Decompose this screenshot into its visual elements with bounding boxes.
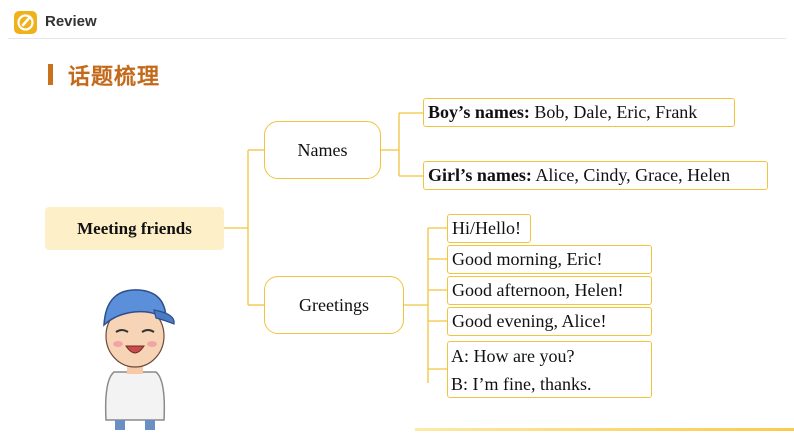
leaf-dialogue: A: How are you? B: I’m fine, thanks. (447, 341, 652, 398)
boys-names-value: Bob, Dale, Eric, Frank (529, 102, 698, 122)
root-node-meeting-friends: Meeting friends (45, 207, 224, 250)
node-names: Names (264, 121, 381, 179)
girls-names-value: Alice, Cindy, Grace, Helen (531, 165, 731, 185)
section-title: 话题梳理 (68, 65, 161, 90)
section-marker (48, 64, 53, 85)
leaf-greeting: Good evening, Alice! (447, 307, 652, 336)
footer-decoration-bar (415, 428, 794, 431)
header-title: Review (45, 13, 97, 30)
node-greetings: Greetings (264, 276, 404, 334)
boy-cartoon-illustration (103, 289, 175, 430)
header-divider (8, 38, 786, 39)
leaf-girls-names: Girl’s names: Alice, Cindy, Grace, Helen (423, 161, 768, 190)
leaf-greeting: Good morning, Eric! (447, 245, 652, 274)
leaf-boys-names: Boy’s names: Bob, Dale, Eric, Frank (423, 98, 735, 127)
review-logo-icon (14, 11, 37, 34)
boys-names-label: Boy’s names: (428, 102, 530, 122)
leaf-greeting: Hi/Hello! (447, 214, 531, 243)
dialogue-line-a: A: How are you? (451, 346, 575, 366)
leaf-greeting: Good afternoon, Helen! (447, 276, 652, 305)
girls-names-label: Girl’s names: (428, 165, 532, 185)
dialogue-line-b: B: I’m fine, thanks. (451, 374, 592, 394)
